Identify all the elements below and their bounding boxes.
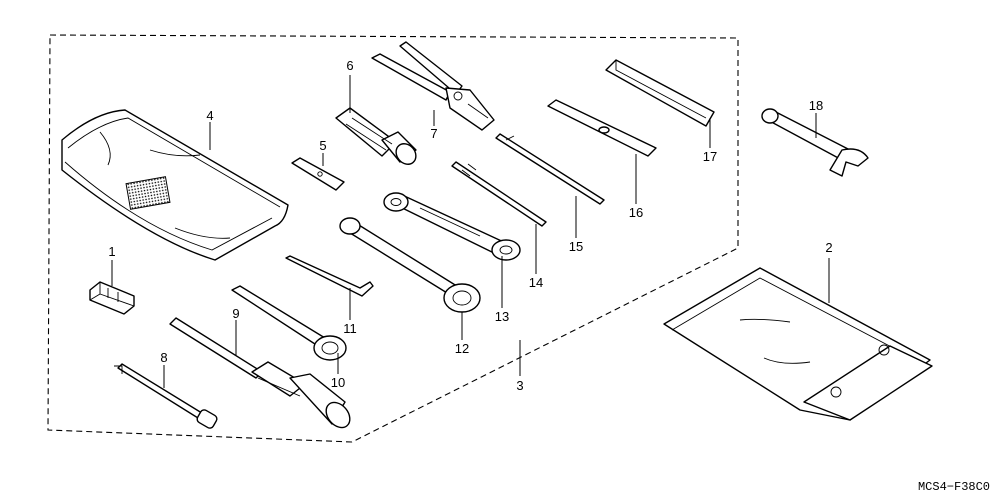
tool-kit-boundary bbox=[47, 34, 739, 443]
callout-6: 6 bbox=[346, 58, 353, 73]
box-wrench-illustration bbox=[231, 285, 347, 361]
callout-13: 13 bbox=[495, 309, 509, 324]
callout-17: 17 bbox=[703, 149, 717, 164]
pliers-illustration bbox=[371, 41, 495, 131]
ring-spanner-illustration bbox=[339, 217, 481, 313]
callout-1: 1 bbox=[108, 244, 115, 259]
socket-handle-illustration bbox=[335, 107, 417, 165]
callout-3: 3 bbox=[516, 378, 523, 393]
callout-9: 9 bbox=[232, 306, 239, 321]
callout-4: 4 bbox=[206, 108, 213, 123]
callout-2: 2 bbox=[825, 240, 832, 255]
callout-labels: 1 2 3 4 5 6 7 8 9 10 11 12 13 14 15 16 1… bbox=[108, 58, 832, 393]
callout-14: 14 bbox=[529, 275, 543, 290]
callout-12: 12 bbox=[455, 341, 469, 356]
callout-8: 8 bbox=[160, 350, 167, 365]
screwdriver-illustration bbox=[169, 317, 351, 429]
callout-15: 15 bbox=[569, 239, 583, 254]
offset-wrench-illustration bbox=[383, 192, 521, 261]
clip-illustration bbox=[89, 281, 135, 315]
pin-illustration bbox=[291, 157, 345, 191]
thin-rod-illustration bbox=[495, 133, 605, 205]
tool-bag-illustration bbox=[61, 109, 289, 261]
callout-10: 10 bbox=[331, 375, 345, 390]
leader-lines bbox=[111, 75, 830, 388]
driver-shaft-illustration bbox=[451, 161, 547, 227]
callout-18: 18 bbox=[809, 98, 823, 113]
diagram-code: MCS4−F38C0 bbox=[918, 480, 990, 494]
callout-11: 11 bbox=[343, 321, 357, 336]
folded-bag-illustration bbox=[663, 267, 933, 421]
hex-key-illustration bbox=[285, 255, 374, 297]
flat-bar-illustration bbox=[547, 99, 657, 157]
open-wrench-illustration bbox=[761, 108, 869, 177]
bolt-rod-illustration bbox=[114, 363, 218, 429]
callout-7: 7 bbox=[430, 126, 437, 141]
callout-16: 16 bbox=[629, 205, 643, 220]
callout-5: 5 bbox=[319, 138, 326, 153]
grip-tab-illustration bbox=[605, 59, 715, 127]
